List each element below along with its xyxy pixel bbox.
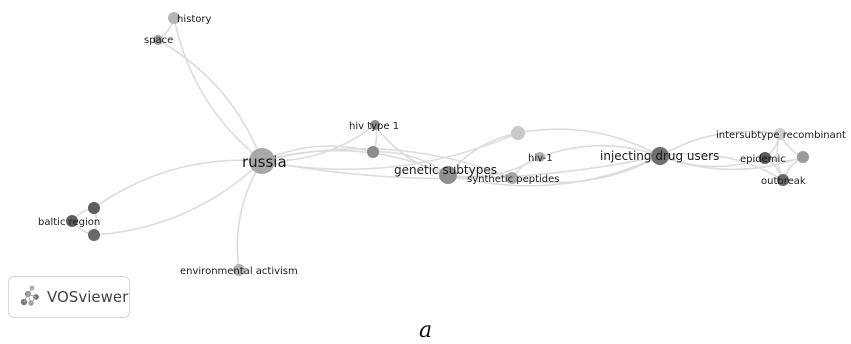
edge-unlabeled_1-injecting_drug_users <box>517 128 661 157</box>
node-hiv-type-1[interactable] <box>370 120 380 130</box>
node-label-synthetic-peptides: synthetic peptides <box>467 174 560 185</box>
vosviewer-badge[interactable]: VOSviewer <box>8 276 130 318</box>
label-layer: history space russia hiv type 1 genetic subt… <box>38 14 846 277</box>
edge-synthetic_peptides-injecting_drug_users <box>511 155 661 184</box>
node-unlabeled-3[interactable] <box>797 151 809 163</box>
node-label-hiv-type-1: hiv type 1 <box>349 121 399 132</box>
vosviewer-label: VOSviewer <box>47 288 129 306</box>
node-label-intersubtype-recombinant: intersubtype recombinant <box>716 130 846 141</box>
figure-caption: a <box>418 318 433 343</box>
vosviewer-logo-icon <box>19 283 41 312</box>
node-epidemic[interactable] <box>759 152 771 164</box>
node-label-space: space <box>144 35 173 46</box>
node-outbreak[interactable] <box>777 174 789 186</box>
edge-russia-synthetic_peptides <box>261 147 513 179</box>
node-label-epidemic: epidemic <box>740 154 786 165</box>
edge-russia-unlabeled_5 <box>93 160 263 236</box>
node-label-hiv-1: hiv-1 <box>528 153 553 164</box>
edge-genetic_subtypes-injecting_drug_users <box>447 155 661 187</box>
node-unlabeled-2[interactable] <box>367 146 379 158</box>
edge-russia-unlabeled_4 <box>93 159 263 209</box>
node-russia[interactable] <box>249 148 275 174</box>
node-unlabeled-5[interactable] <box>88 229 100 241</box>
node-label-environmental-activism: environmental activism <box>180 266 298 277</box>
edge-genetic_subtypes-hiv_1 <box>447 156 541 178</box>
edge-russia-space <box>157 39 263 162</box>
node-label-outbreak: outbreak <box>761 176 806 187</box>
edge-russia-environmental_activism <box>236 160 263 271</box>
node-intersubtype-recombinant[interactable] <box>774 128 786 140</box>
node-injecting-drug-users[interactable] <box>651 147 669 165</box>
node-label-baltic-region: baltic region <box>38 217 100 228</box>
node-unlabeled-4[interactable] <box>88 202 100 214</box>
edge-injecting_drug_users-outbreak <box>659 152 784 181</box>
edge-russia-history <box>173 17 263 162</box>
edge-injecting_drug_users-unlabeled_3 <box>659 155 804 171</box>
edge-hiv_1-injecting_drug_users <box>539 144 661 158</box>
node-history[interactable] <box>168 12 180 24</box>
node-label-genetic-subtypes: genetic subtypes <box>394 163 497 177</box>
edge-injecting_drug_users-intersubtype_recombinant <box>659 130 781 157</box>
node-baltic-region[interactable] <box>66 215 78 227</box>
node-label-injecting-drug-users: injecting drug users <box>600 149 719 163</box>
edge-hiv_type_1-genetic_subtypes <box>374 124 449 176</box>
node-label-russia: russia <box>242 153 287 171</box>
node-space[interactable] <box>153 35 163 45</box>
node-environmental-activism[interactable] <box>233 264 245 276</box>
node-genetic-subtypes[interactable] <box>439 166 457 184</box>
node-unlabeled-1[interactable] <box>511 126 525 140</box>
node-label-history: history <box>177 14 211 25</box>
edge-russia-hiv_type_1 <box>261 124 376 162</box>
edge-layer <box>71 17 804 271</box>
node-hiv-1[interactable] <box>535 152 545 162</box>
node-layer <box>66 12 809 276</box>
node-synthetic-peptides[interactable] <box>506 172 518 184</box>
